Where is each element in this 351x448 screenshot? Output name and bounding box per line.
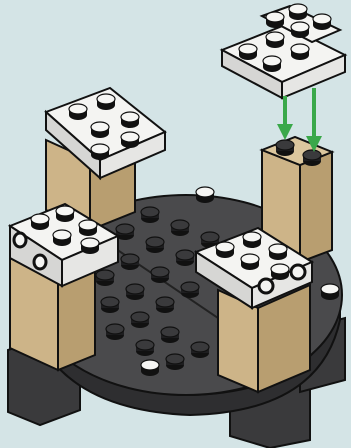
instruction-illustration <box>0 0 351 448</box>
lego-assembly-drawing <box>0 0 351 448</box>
